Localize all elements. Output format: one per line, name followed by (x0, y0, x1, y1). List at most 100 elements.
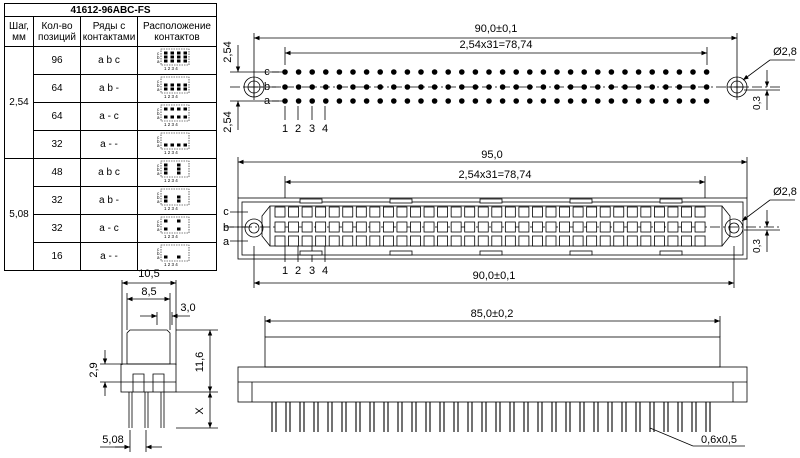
contact-cell (559, 221, 570, 233)
contact-dot (363, 84, 370, 90)
contact-dot (472, 84, 479, 90)
contact-cell (477, 221, 489, 233)
contact-dot (350, 69, 356, 75)
contact-cell (599, 206, 611, 218)
contact-cell (626, 206, 638, 218)
contact-dot (676, 69, 683, 75)
count-cell: 48 (33, 158, 81, 187)
mini-contact (177, 115, 181, 119)
contact-cell (342, 235, 354, 247)
dim-x-label: X (194, 407, 206, 415)
mini-col-label: 1 2 3 4 (164, 122, 178, 127)
latch-tab (299, 198, 323, 204)
mini-row-label: c (157, 107, 160, 112)
contact-dot (350, 98, 356, 104)
contact-cell (572, 221, 584, 233)
mini-row-label: a (157, 87, 160, 92)
contact-cell (396, 206, 408, 218)
mini-contact (170, 115, 174, 119)
contact-dot (635, 69, 642, 75)
pin-number: 4 (322, 265, 328, 277)
contact-cell (586, 235, 598, 247)
contact-cell (410, 221, 421, 233)
mini-contact (164, 171, 168, 175)
layout-frame (160, 48, 190, 66)
contact-cell (382, 221, 394, 233)
mini-row-label: c (157, 79, 160, 84)
contact-cell (288, 206, 299, 218)
rows-cell: a b c (80, 158, 138, 187)
contact-cell (545, 235, 557, 247)
mini-contact (177, 87, 181, 91)
contact-cell (626, 221, 638, 233)
contact-dot (404, 69, 411, 75)
mini-col-label: 1 2 3 4 (164, 94, 178, 99)
mini-contact (183, 143, 187, 147)
contact-cell (274, 221, 286, 233)
mini-contact (170, 83, 174, 87)
contact-dot (323, 98, 329, 104)
contact-dot (459, 98, 465, 104)
mini-contact (183, 115, 187, 119)
latch-tab (659, 250, 683, 256)
contact-dot (486, 98, 492, 104)
contact-cell (437, 235, 449, 247)
mini-row-label: c (157, 191, 160, 196)
mini-contact (170, 107, 174, 111)
bottom-housing (264, 336, 721, 368)
contact-cell (572, 235, 584, 247)
mini-contact (183, 83, 187, 87)
contact-cell (491, 221, 503, 233)
mini-contact (170, 59, 174, 63)
pin-number: 2 (295, 123, 301, 135)
contact-dot (649, 84, 655, 90)
mini-contact (177, 199, 181, 203)
mini-contact (177, 83, 181, 87)
contact-dot (635, 84, 642, 90)
contact-cell (477, 206, 489, 218)
mini-col-label: 1 2 3 4 (164, 262, 178, 267)
mini-contact (177, 219, 181, 223)
pitch-cell: 5,08 (4, 158, 34, 271)
contact-cell (559, 206, 570, 218)
contact-cell (315, 221, 327, 233)
pitch-cell: 2,54 (4, 46, 34, 159)
mini-contact (177, 107, 181, 111)
mini-row-label: b (157, 55, 160, 60)
contact-dot (622, 98, 628, 104)
contact-dot (527, 69, 533, 75)
mini-row-label: c (157, 163, 160, 168)
contact-cell (681, 235, 692, 247)
latch-tab (389, 250, 413, 256)
count-cell: 32 (33, 214, 81, 243)
contact-dot (472, 98, 479, 104)
contact-dot (336, 69, 343, 75)
contact-dot (323, 69, 329, 75)
mini-row-label: a (157, 171, 160, 176)
contact-cell (654, 206, 665, 218)
mini-contact (164, 255, 168, 259)
dim-holes-label: 90,0±0,1 (473, 270, 516, 282)
contact-cell (315, 235, 327, 247)
dim-row-upper-label: 2,54 (222, 41, 234, 62)
mini-row-label: a (157, 115, 160, 120)
pin-number: 3 (309, 123, 315, 135)
dim-slot-label: 3,0 (180, 302, 195, 314)
dim-hole-label: Ø2,8 (773, 186, 797, 198)
header-pitch: Шаг,мм (4, 16, 34, 47)
pin-number: 1 (282, 123, 288, 135)
count-cell: 16 (33, 242, 81, 271)
contact-cell (464, 206, 476, 218)
mini-contact (177, 163, 181, 167)
contact-dot (527, 98, 533, 104)
mini-row-label: c (157, 247, 160, 252)
